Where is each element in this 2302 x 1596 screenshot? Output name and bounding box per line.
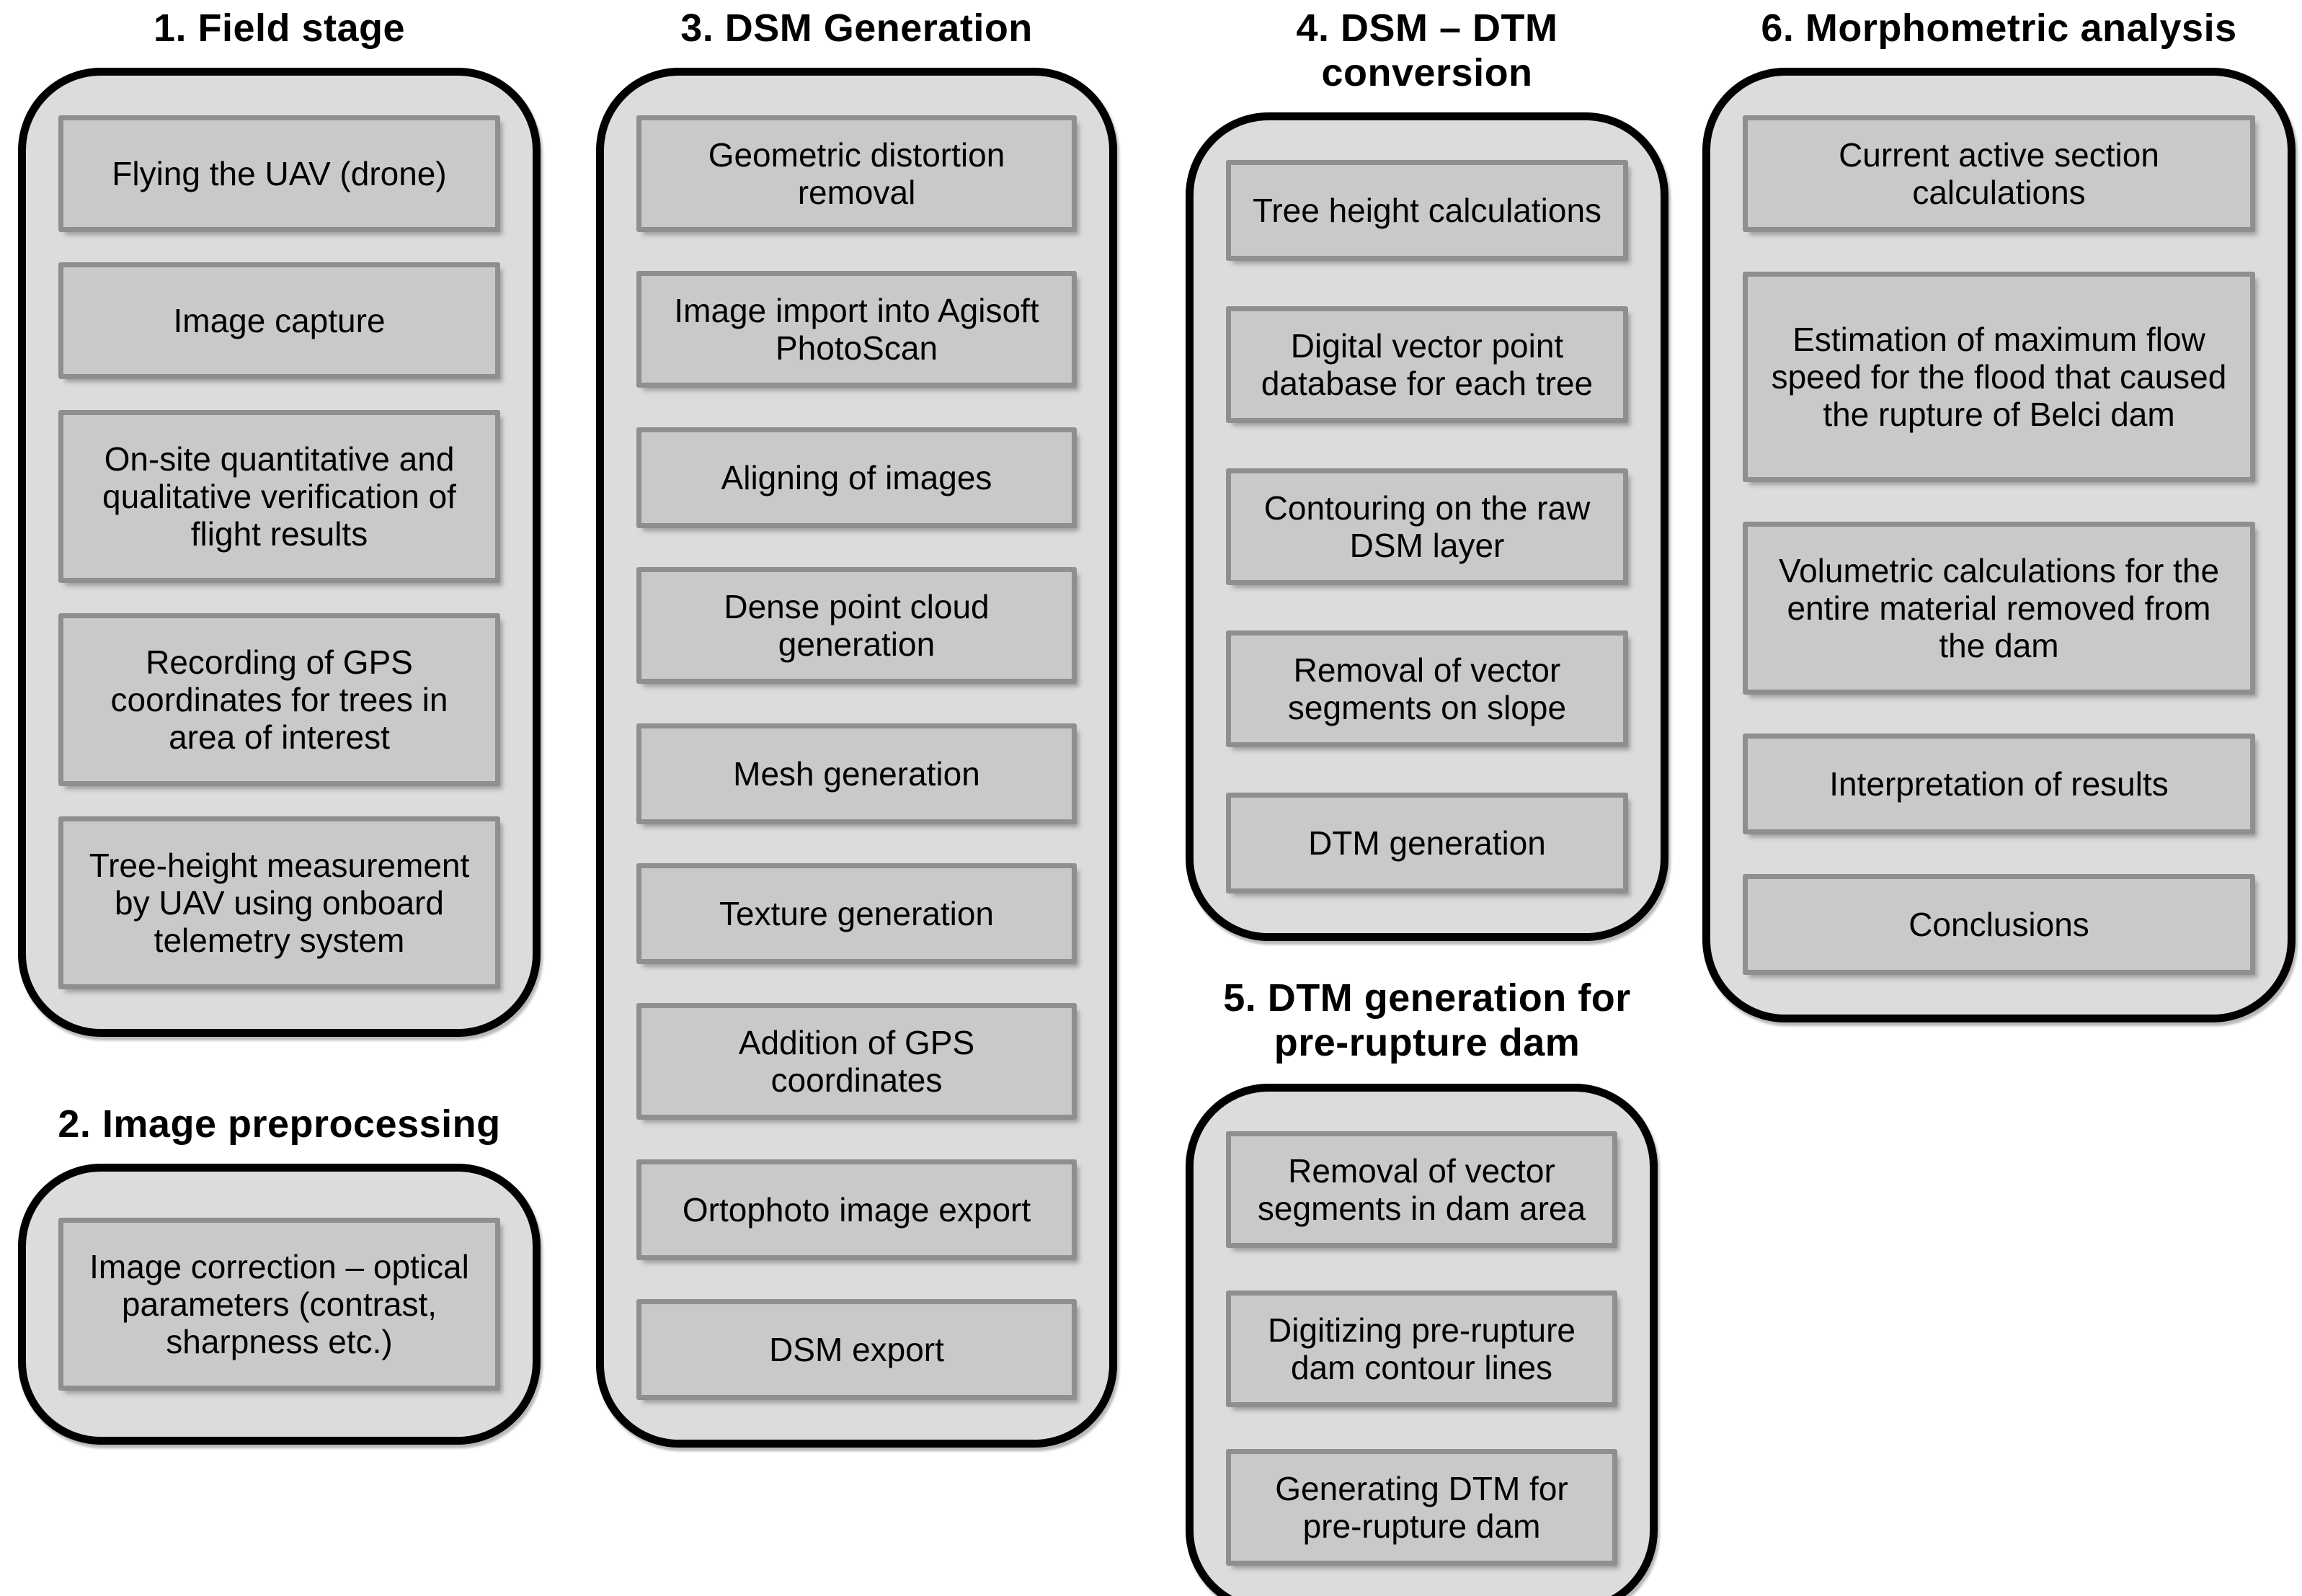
section-2-container: Image correction – optical parameters (c… xyxy=(18,1164,541,1445)
step-box-dense-point-cloud: Dense point cloud generation xyxy=(636,567,1077,685)
section-6-title: 6. Morphometric analysis xyxy=(1761,6,2237,50)
step-box-ortophoto-export: Ortophoto image export xyxy=(636,1159,1077,1260)
section-2-title: 2. Image preprocessing xyxy=(58,1102,501,1146)
step-box-digitizing-contours: Digitizing pre-rupture dam contour lines xyxy=(1226,1290,1617,1407)
step-box-onsite-verification: On-site quantitative and qualitative ver… xyxy=(58,409,500,583)
column-morphometric-analysis: 6. Morphometric analysis Current active … xyxy=(1702,6,2296,1022)
section-5-container: Removal of vector segments in dam area D… xyxy=(1186,1084,1658,1596)
section-4-title: 4. DSM – DTM conversion xyxy=(1296,6,1558,94)
step-box-removal-segments-slope: Removal of vector segments on slope xyxy=(1226,630,1628,747)
step-box-geometric-distortion: Geometric distortion removal xyxy=(636,115,1077,232)
step-box-image-correction: Image correction – optical parameters (c… xyxy=(58,1218,500,1391)
step-box-tree-height-measurement: Tree-height measurement by UAV using onb… xyxy=(58,816,500,989)
step-box-flow-speed-estimation: Estimation of maximum flow speed for the… xyxy=(1743,271,2255,482)
column-dsm-dtm-conversion: 4. DSM – DTM conversion Tree height calc… xyxy=(1186,6,1668,1596)
section-1-title: 1. Field stage xyxy=(153,6,406,50)
step-box-gps-addition: Addition of GPS coordinates xyxy=(636,1003,1077,1120)
step-box-flying-uav: Flying the UAV (drone) xyxy=(58,115,500,232)
step-box-vector-point-database: Digital vector point database for each t… xyxy=(1226,306,1628,423)
section-6-container: Current active section calculations Esti… xyxy=(1702,68,2296,1022)
step-box-gps-recording: Recording of GPS coordinates for trees i… xyxy=(58,612,500,786)
step-box-dtm-generation: DTM generation xyxy=(1226,793,1628,893)
step-box-tree-height-calculations: Tree height calculations xyxy=(1226,160,1628,261)
step-box-contouring-dsm: Contouring on the raw DSM layer xyxy=(1226,468,1628,585)
step-box-generating-dtm-prerupture: Generating DTM for pre-rupture dam xyxy=(1226,1449,1617,1566)
step-box-dsm-export: DSM export xyxy=(636,1299,1077,1400)
step-box-interpretation-results: Interpretation of results xyxy=(1743,734,2255,835)
section-1-container: Flying the UAV (drone) Image capture On-… xyxy=(18,68,541,1037)
step-box-aligning-images: Aligning of images xyxy=(636,427,1077,528)
section-3-title: 3. DSM Generation xyxy=(680,6,1033,50)
step-box-image-capture: Image capture xyxy=(58,262,500,380)
column-dsm-generation: 3. DSM Generation Geometric distortion r… xyxy=(596,6,1117,1448)
step-box-image-import: Image import into Agisoft PhotoScan xyxy=(636,271,1077,388)
step-box-removal-segments-dam: Removal of vector segments in dam area xyxy=(1226,1131,1617,1248)
step-box-texture-generation: Texture generation xyxy=(636,862,1077,964)
section-3-container: Geometric distortion removal Image impor… xyxy=(596,68,1117,1448)
step-box-active-section-calculations: Current active section calculations xyxy=(1743,115,2255,232)
step-box-conclusions: Conclusions xyxy=(1743,874,2255,975)
section-5-title: 5. DTM generation for pre-rupture dam xyxy=(1223,976,1631,1064)
column-field-stage: 1. Field stage Flying the UAV (drone) Im… xyxy=(18,6,541,1445)
step-box-mesh-generation: Mesh generation xyxy=(636,723,1077,824)
step-box-volumetric-calculations: Volumetric calculations for the entire m… xyxy=(1743,521,2255,695)
section-4-container: Tree height calculations Digital vector … xyxy=(1186,112,1668,941)
